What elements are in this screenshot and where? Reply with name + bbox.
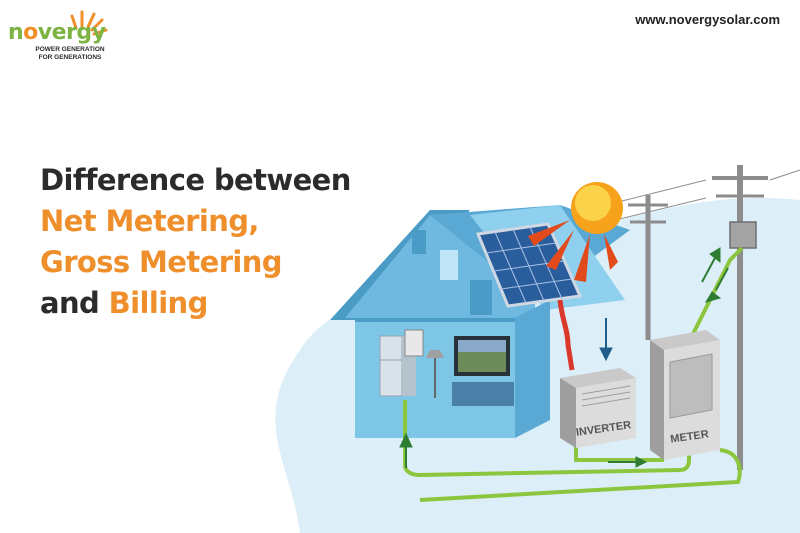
meter-icon [650,330,720,460]
logo-tagline: POWER GENERATION FOR GENERATIONS [22,46,118,62]
down-arrow-icon [599,318,613,362]
return-cable [419,448,742,502]
headline-line2: Net Metering, [40,204,259,238]
headline-line1: Difference between [40,163,351,197]
dc-cable [557,299,575,371]
headline: Difference between Net Metering, Gross M… [40,160,360,324]
meter-grid-cable [688,246,744,341]
meter-label: METER [670,428,710,445]
flow-arrow-icon [399,247,729,468]
tagline-line2: FOR GENERATIONS [38,54,102,61]
sun-rays-icon [70,10,108,36]
tv-icon [452,336,514,406]
ac-cable [403,400,691,478]
headline-line4-prefix: and [40,286,109,320]
headline-line4: and Billing [40,283,360,324]
electrical-panel [404,329,424,357]
logo-wordmark: novergy [8,20,106,45]
headline-line3: Gross Metering [40,245,283,279]
sun-icon [528,182,623,282]
inverter-icon [560,368,636,448]
solar-panel-icon [475,222,583,308]
lamp-icon [426,350,444,398]
brand-logo[interactable]: novergy POWER GENERATION FOR GENERATIONS [8,6,148,66]
website-url[interactable]: www.novergysolar.com [635,12,780,27]
headline-line4-highlight: Billing [108,286,209,320]
utility-pole-icon [532,165,800,470]
tagline-line1: POWER GENERATION [35,46,105,53]
